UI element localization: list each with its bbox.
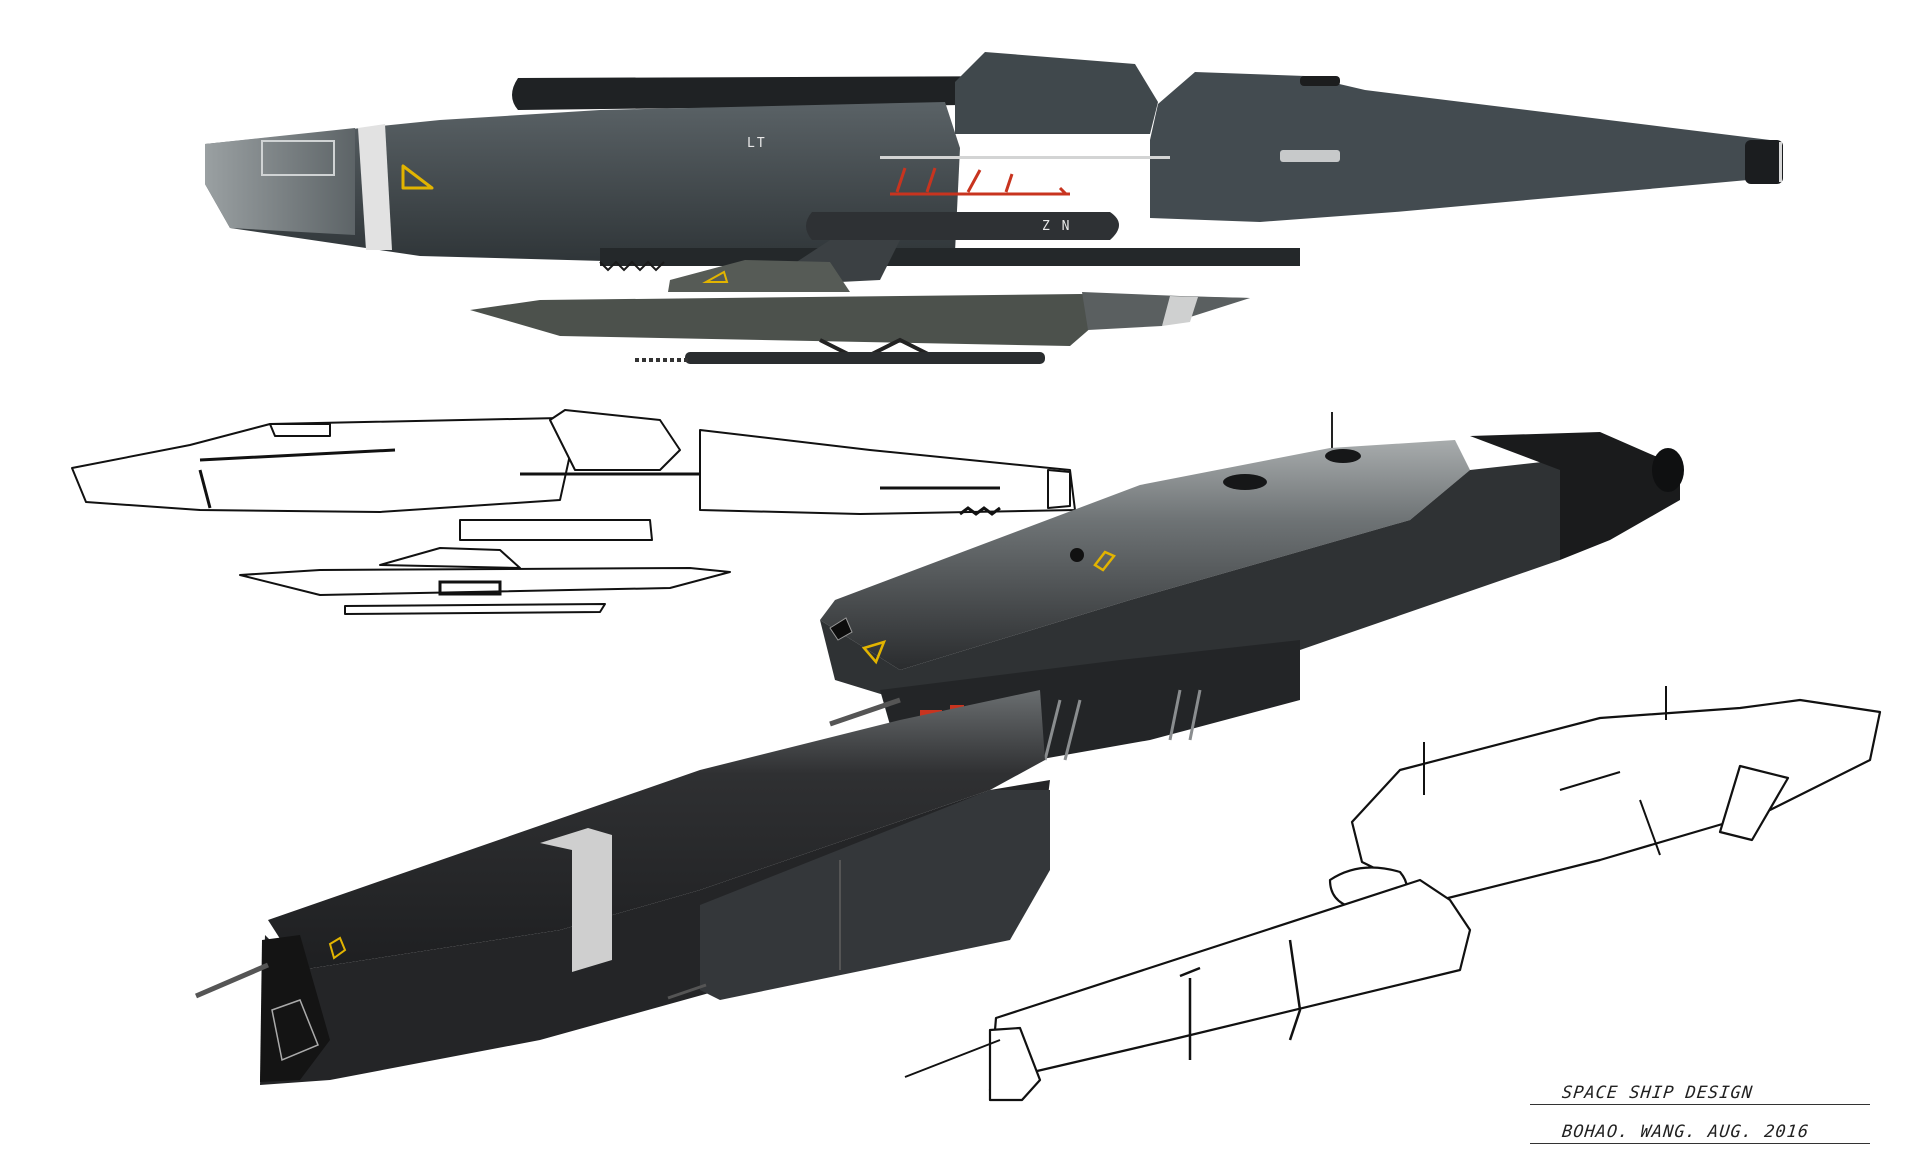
dorsal-hatch (1223, 474, 1267, 490)
warning-triangle-icon (1093, 550, 1116, 572)
aft-rail (1280, 150, 1340, 162)
lower-craft-gun (685, 352, 1045, 364)
artist-credit: BOHAO. WANG. AUG. 2016 (1560, 1122, 1811, 1142)
hull-trim-line (880, 156, 1170, 159)
sensor-pod (806, 212, 1119, 240)
hull-stripe (540, 828, 612, 972)
machinery-struts (1043, 689, 1202, 761)
lower-craft-tail-stripe (1162, 296, 1198, 326)
sensor-port (1070, 548, 1084, 562)
dorsal-hatch (1325, 449, 1361, 463)
warning-triangle-icon (401, 164, 434, 190)
lineart-forward-hull (71, 417, 576, 513)
lineart-lower-canopy (379, 547, 521, 569)
lower-craft-strut (819, 337, 941, 363)
dorsal-fin (955, 52, 1158, 134)
signature-block: SPACE SHIP DESIGN BOHAO. WANG. AUG. 2016 (1530, 1074, 1870, 1152)
lineart-lower-gun (344, 603, 606, 615)
lineart-prow (988, 1026, 1042, 1102)
prow-vents (271, 999, 319, 1062)
side-armor-block (700, 790, 1050, 1000)
lineart-engine (1047, 469, 1071, 509)
lineart-lower-hull (988, 878, 1472, 1092)
artwork-title: SPACE SHIP DESIGN (1560, 1083, 1755, 1103)
dorsal-rail (512, 76, 1055, 110)
lineart-top-canopy (269, 423, 331, 437)
engine-nozzle (1652, 448, 1684, 492)
hull-stripe (358, 124, 392, 250)
nose-block (205, 128, 355, 235)
belly-antenna (667, 983, 707, 1000)
credit-line: BOHAO. WANG. AUG. 2016 (1530, 1113, 1870, 1144)
engine-cluster (1470, 432, 1680, 560)
nose-panel (261, 140, 335, 176)
warning-triangle-icon (861, 640, 887, 665)
engine-ring (1779, 142, 1782, 182)
lower-hull-top (268, 690, 1045, 970)
prow (260, 935, 330, 1082)
lineart-side-fin (1718, 764, 1790, 842)
title-line: SPACE SHIP DESIGN (1530, 1074, 1870, 1105)
upper-module-side (820, 460, 1560, 700)
lineart-pod (459, 519, 653, 541)
lower-craft-hull (470, 294, 1250, 346)
cockpit-window (829, 617, 853, 641)
lineart-dorsal-fin (549, 409, 681, 471)
upper-module-top (820, 440, 1470, 670)
ventral-teeth (599, 260, 665, 272)
lower-craft-canopy (668, 260, 850, 292)
aft-hull (1150, 72, 1770, 222)
lineart-forward-antenna (904, 1039, 1001, 1078)
hull-marking-zn: Z N (1042, 219, 1071, 234)
forward-antenna (195, 962, 269, 999)
warning-triangle-icon (328, 936, 347, 960)
lineart-antenna (1423, 686, 1667, 795)
dorsal-hatch (1300, 76, 1340, 86)
lineart-upper-module (1350, 698, 1882, 902)
hull-marking-lt: LT (747, 136, 767, 151)
engine-nozzle (1745, 140, 1783, 184)
forward-hull (205, 102, 960, 262)
warning-triangle-icon (702, 270, 729, 283)
red-detail-panel (890, 167, 1070, 196)
forward-cannon (829, 697, 901, 727)
